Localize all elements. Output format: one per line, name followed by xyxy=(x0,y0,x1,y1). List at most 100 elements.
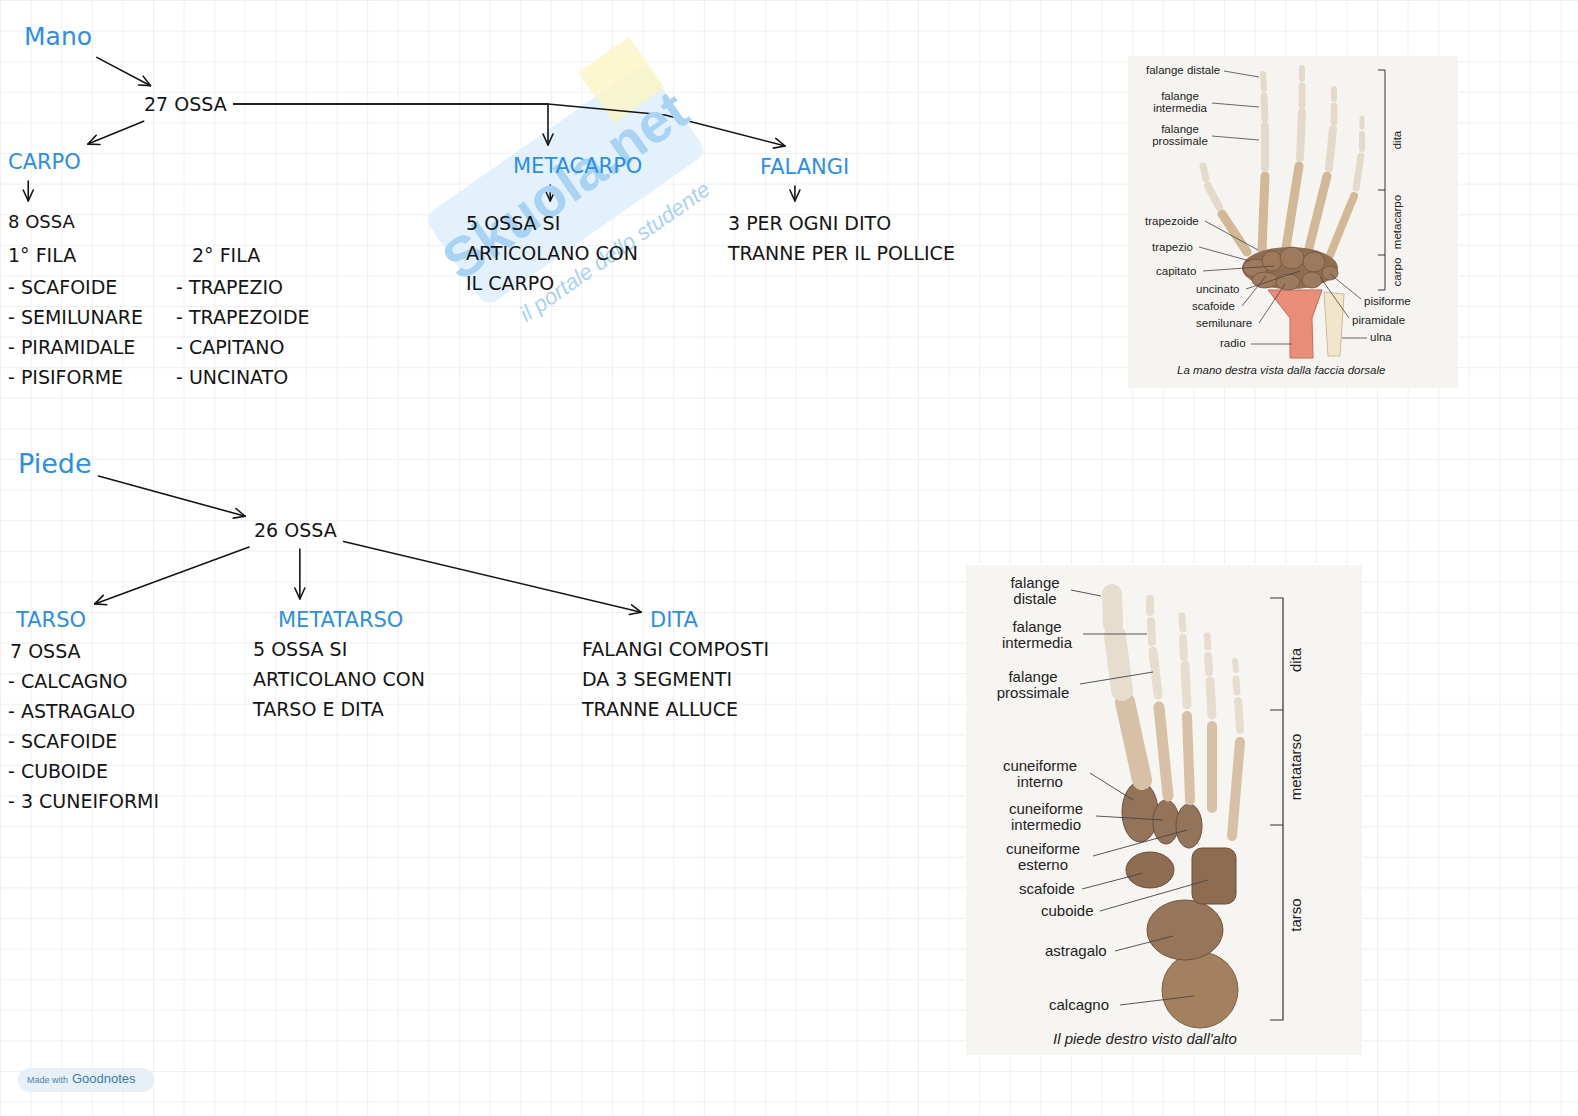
figure-label: falange distale xyxy=(1003,575,1067,607)
calcaneus-bone xyxy=(1162,952,1238,1028)
foot-illustration xyxy=(966,565,1362,1055)
goodnotes-badge xyxy=(18,1068,154,1092)
arrow-connector xyxy=(344,541,642,612)
leader-line xyxy=(1203,266,1274,271)
node-text: CARPO xyxy=(8,148,81,176)
arrow-connector xyxy=(299,549,301,599)
row-heading: 2° FILA xyxy=(192,240,260,270)
bone xyxy=(1125,702,1142,780)
leader-line xyxy=(1212,136,1259,140)
bone xyxy=(1207,726,1217,808)
bone-item: - TRAPEZIO xyxy=(176,272,283,302)
node-text: METATARSO xyxy=(278,606,403,634)
bone xyxy=(1185,665,1187,705)
bone xyxy=(1329,129,1333,168)
bone xyxy=(1203,166,1206,179)
bone-item: - CAPITANO xyxy=(176,332,285,362)
note-text: 5 OSSA SI ARTICOLANO CON TARSO E DITA xyxy=(253,634,453,724)
note-text: 3 PER OGNI DITO TRANNE PER IL POLLICE xyxy=(724,206,967,270)
bone-item: - 3 CUNEIFORMI xyxy=(8,786,159,816)
figure-label: cuneiforme intermedio xyxy=(1000,801,1092,833)
figure-label: cuneiforme esterno xyxy=(997,841,1089,873)
node-text: 5 OSSA SI ARTICOLANO CON IL CARPO xyxy=(466,208,650,298)
leader-line xyxy=(1100,880,1208,911)
leader-line xyxy=(1115,936,1173,951)
image-ground xyxy=(966,565,1362,1055)
section-heading: TARSO xyxy=(12,604,90,636)
bone xyxy=(1232,742,1240,836)
node-text: 3 PER OGNI DITO TRANNE PER IL POLLICE xyxy=(728,208,963,268)
leader-line xyxy=(1251,344,1292,345)
node-text: 8 OSSA xyxy=(8,208,75,236)
bracket xyxy=(1378,70,1385,290)
figure-label: falange prossimale xyxy=(1144,123,1216,147)
section-heading: CARPO xyxy=(4,146,85,178)
bone xyxy=(1151,621,1152,642)
figure-caption: Il piede destro visto dall'alto xyxy=(1053,1031,1237,1047)
bone-count: 8 OSSA xyxy=(4,206,79,238)
bone xyxy=(1286,166,1299,248)
bone-item: - PIRAMIDALE xyxy=(8,332,135,362)
bone xyxy=(1302,272,1322,288)
bracket-label: metatarso xyxy=(1288,734,1304,801)
badge-text: Goodnotes xyxy=(72,1071,136,1087)
leader-line xyxy=(1199,247,1250,261)
bracket-label: metacarpo xyxy=(1391,195,1403,249)
cuneiform-bone xyxy=(1122,782,1158,842)
arrow-connector xyxy=(234,104,786,146)
cuneiform-bone xyxy=(1153,800,1179,844)
bone xyxy=(1236,679,1237,692)
phalanx-bones xyxy=(1203,68,1362,207)
arrow-connector xyxy=(794,186,796,201)
figure-label: falange prossimale xyxy=(990,669,1076,701)
bone xyxy=(1328,196,1354,260)
main-heading: Mano xyxy=(20,18,96,56)
node-text: Piede xyxy=(18,446,92,482)
bone xyxy=(1208,656,1209,672)
leader-line xyxy=(1120,996,1194,1005)
arrow-connector xyxy=(97,57,151,85)
bone xyxy=(1187,716,1190,800)
bone xyxy=(1331,106,1338,122)
phalanx-bones xyxy=(1112,594,1240,730)
leader-line xyxy=(1205,221,1258,250)
bone-item: - ASTRAGALO xyxy=(8,696,135,726)
bone xyxy=(1359,134,1365,149)
leader-line xyxy=(1259,284,1285,323)
arrow-connector xyxy=(98,476,245,516)
node-text: FALANGI xyxy=(760,153,849,181)
arrow-connector xyxy=(95,547,249,604)
figure-label: radio xyxy=(1220,337,1246,349)
leader-line xyxy=(1320,277,1349,318)
leader-line xyxy=(1242,276,1266,306)
bracket-label: dita xyxy=(1391,131,1403,150)
bracket xyxy=(1270,598,1283,1020)
figure-label: scafoide xyxy=(1019,881,1075,897)
main-heading: Piede xyxy=(14,444,96,484)
section-heading: METACARPO xyxy=(509,150,646,182)
bone-item: - TRAPEZOIDE xyxy=(176,302,310,332)
bone-item: - SCAFOIDE xyxy=(8,272,117,302)
bone xyxy=(1264,96,1265,119)
figure-label: falange intermedia xyxy=(995,619,1079,651)
cuboid-bone xyxy=(1192,848,1236,904)
bone xyxy=(1299,68,1305,79)
bone-count: 26 OSSA xyxy=(250,514,341,546)
bone xyxy=(1262,176,1265,250)
leader-line xyxy=(1090,773,1133,800)
leader-line xyxy=(1083,634,1147,635)
carpal-bones xyxy=(1243,247,1338,290)
figure-caption: La mano destra vista dalla faccia dorsal… xyxy=(1177,364,1385,376)
metacarpal-bones xyxy=(1222,166,1354,260)
bone xyxy=(1238,701,1240,730)
arrow-connector xyxy=(234,104,548,145)
figure-label: falange distale xyxy=(1146,64,1220,76)
badge-text: Made with xyxy=(27,1075,68,1086)
cuneiform-bone xyxy=(1176,804,1202,848)
figure-label: calcagno xyxy=(1049,997,1109,1013)
node-text: METACARPO xyxy=(513,152,642,180)
radius-bone xyxy=(1268,290,1322,358)
figure-label: cuneiforme interno xyxy=(994,758,1086,790)
